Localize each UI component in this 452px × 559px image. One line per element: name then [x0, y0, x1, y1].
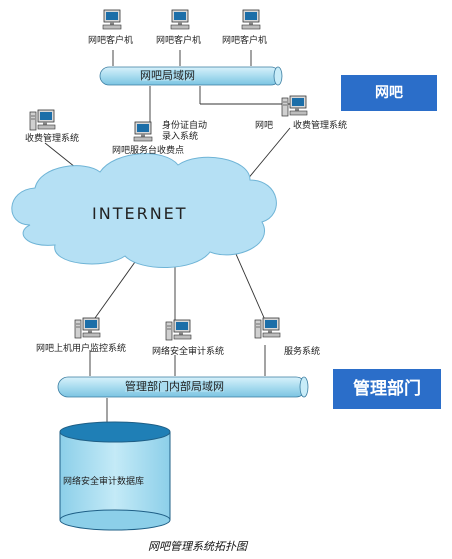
cafe-client-computer-icon-3 — [241, 9, 261, 30]
user-monitor-label: 网吧上机用户监控系统 — [36, 344, 127, 354]
security-audit-server-icon — [165, 319, 192, 341]
internet-label: INTERNET — [92, 204, 188, 223]
cafe-client-label-3: 网吧客户机 — [222, 36, 268, 46]
cafe-client-label-1: 网吧客户机 — [88, 36, 134, 46]
right-billing-label-b: 收费管理系统 — [293, 121, 348, 131]
service-desk-label: 网吧服务台收费点 — [112, 146, 185, 156]
id-entry-label-line1: 身份证自动 — [162, 121, 208, 131]
diagram-caption: 网吧管理系统拓扑图 — [148, 540, 247, 553]
right-billing-label-a: 网吧 — [255, 121, 274, 131]
security-audit-label: 网络安全审计系统 — [152, 347, 225, 357]
user-monitor-server-icon — [74, 317, 101, 339]
cafe-lan-label: 网吧局域网 — [140, 69, 195, 82]
service-server-icon — [254, 317, 281, 339]
left-billing-label: 收费管理系统 — [25, 134, 80, 144]
management-badge: 管理部门 — [333, 369, 441, 409]
mgmt-lan-label: 管理部门内部局域网 — [125, 380, 224, 393]
internet-cafe-badge: 网吧 — [341, 75, 437, 111]
connection-lines — [44, 50, 291, 425]
id-entry-label-line2: 录入系统 — [162, 132, 199, 142]
cafe-client-computer-icon-2 — [170, 9, 190, 30]
cafe-client-computer-icon-1 — [102, 9, 122, 30]
service-desk-computer-icon — [133, 121, 153, 142]
internet-cloud-icon — [11, 153, 277, 269]
database-cylinder-icon — [59, 421, 171, 531]
database-label: 网络安全审计数据库 — [63, 477, 145, 487]
cafe-client-label-2: 网吧客户机 — [156, 36, 202, 46]
left-billing-server-icon — [29, 109, 56, 131]
service-label: 服务系统 — [284, 347, 321, 357]
right-billing-server-icon — [281, 95, 308, 117]
